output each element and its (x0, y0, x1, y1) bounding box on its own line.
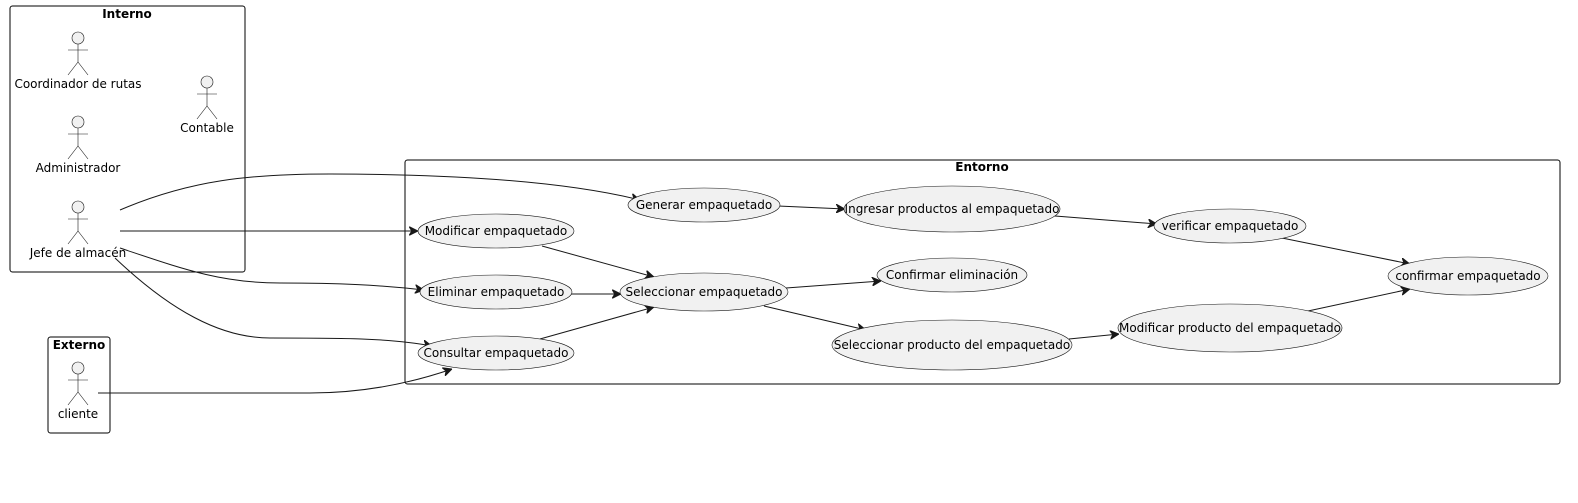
actor-contable: Contable (180, 75, 234, 135)
usecase-seleccionar-producto-label: Seleccionar producto del empaquetado (834, 338, 1070, 352)
usecase-confirmar-empaquetado-label: confirmar empaquetado (1395, 269, 1540, 283)
edge-seleccionar-confirmar-eliminacion (785, 281, 881, 289)
usecase-seleccionar-label: Seleccionar empaquetado (626, 285, 783, 299)
usecase-ingresar: Ingresar productos al empaquetado (843, 185, 1061, 233)
actor-coordinador-label: Coordinador de rutas (14, 77, 141, 91)
edge-cliente-consultar (98, 369, 452, 394)
edge-consultar-seleccionar (539, 307, 654, 340)
usecase-modificar-producto-label: Modificar producto del empaquetado (1119, 321, 1341, 335)
actor-jefe: Jefe de almacén (29, 200, 126, 260)
actor-contable-label: Contable (180, 121, 234, 135)
relations (98, 173, 1410, 394)
edge-modificar-producto-confirmar (1307, 289, 1410, 312)
usecase-verificar-label: verificar empaquetado (1162, 219, 1299, 233)
actor-administrador-label: Administrador (36, 161, 121, 175)
usecase-verificar: verificar empaquetado (1153, 208, 1307, 244)
actor-jefe-label: Jefe de almacén (29, 246, 126, 260)
usecase-generar: Generar empaquetado (627, 187, 781, 223)
usecase-consultar: Consultar empaquetado (417, 335, 575, 371)
package-entorno: Entorno (404, 159, 1561, 385)
actor-cliente-label: cliente (58, 407, 98, 421)
usecase-modificar-label: Modificar empaquetado (425, 224, 568, 238)
edge-jefe-generar (119, 173, 640, 211)
usecase-confirmar-empaquetado: confirmar empaquetado (1387, 256, 1549, 296)
usecase-confirmar-eliminacion-label: Confirmar eliminación (886, 268, 1018, 282)
package-interno: Interno (9, 5, 246, 273)
edge-seleccionar-producto-modificar-producto (1068, 334, 1119, 340)
edge-ingresar-verificar (1054, 215, 1157, 224)
usecase-consultar-label: Consultar empaquetado (424, 346, 569, 360)
usecase-confirmar-eliminacion: Confirmar eliminación (876, 257, 1028, 293)
edge-generar-ingresar (777, 206, 845, 209)
usecase-modificar-producto: Modificar producto del empaquetado (1117, 303, 1343, 353)
edge-verificar-confirmar (1281, 237, 1410, 264)
edge-jefe-consultar (114, 257, 432, 346)
actor-administrador: Administrador (36, 115, 121, 175)
package-externo: Externo (47, 336, 111, 434)
edge-modificar-seleccionar (541, 245, 654, 277)
package-interno-title: Interno (102, 7, 152, 21)
usecase-eliminar: Eliminar empaquetado (419, 274, 573, 310)
package-entorno-title: Entorno (955, 160, 1008, 174)
usecase-generar-label: Generar empaquetado (636, 198, 772, 212)
actor-coordinador: Coordinador de rutas (14, 31, 142, 91)
usecase-eliminar-label: Eliminar empaquetado (428, 285, 565, 299)
usecase-ingresar-label: Ingresar productos al empaquetado (845, 202, 1060, 216)
edge-jefe-eliminar (119, 247, 424, 290)
usecase-modificar: Modificar empaquetado (417, 213, 575, 249)
usecase-seleccionar: Seleccionar empaquetado (619, 272, 789, 312)
package-externo-title: Externo (53, 338, 106, 352)
usecase-seleccionar-producto: Seleccionar producto del empaquetado (831, 319, 1073, 371)
edge-seleccionar-seleccionar-producto (763, 305, 866, 330)
actor-cliente: cliente (58, 361, 98, 421)
